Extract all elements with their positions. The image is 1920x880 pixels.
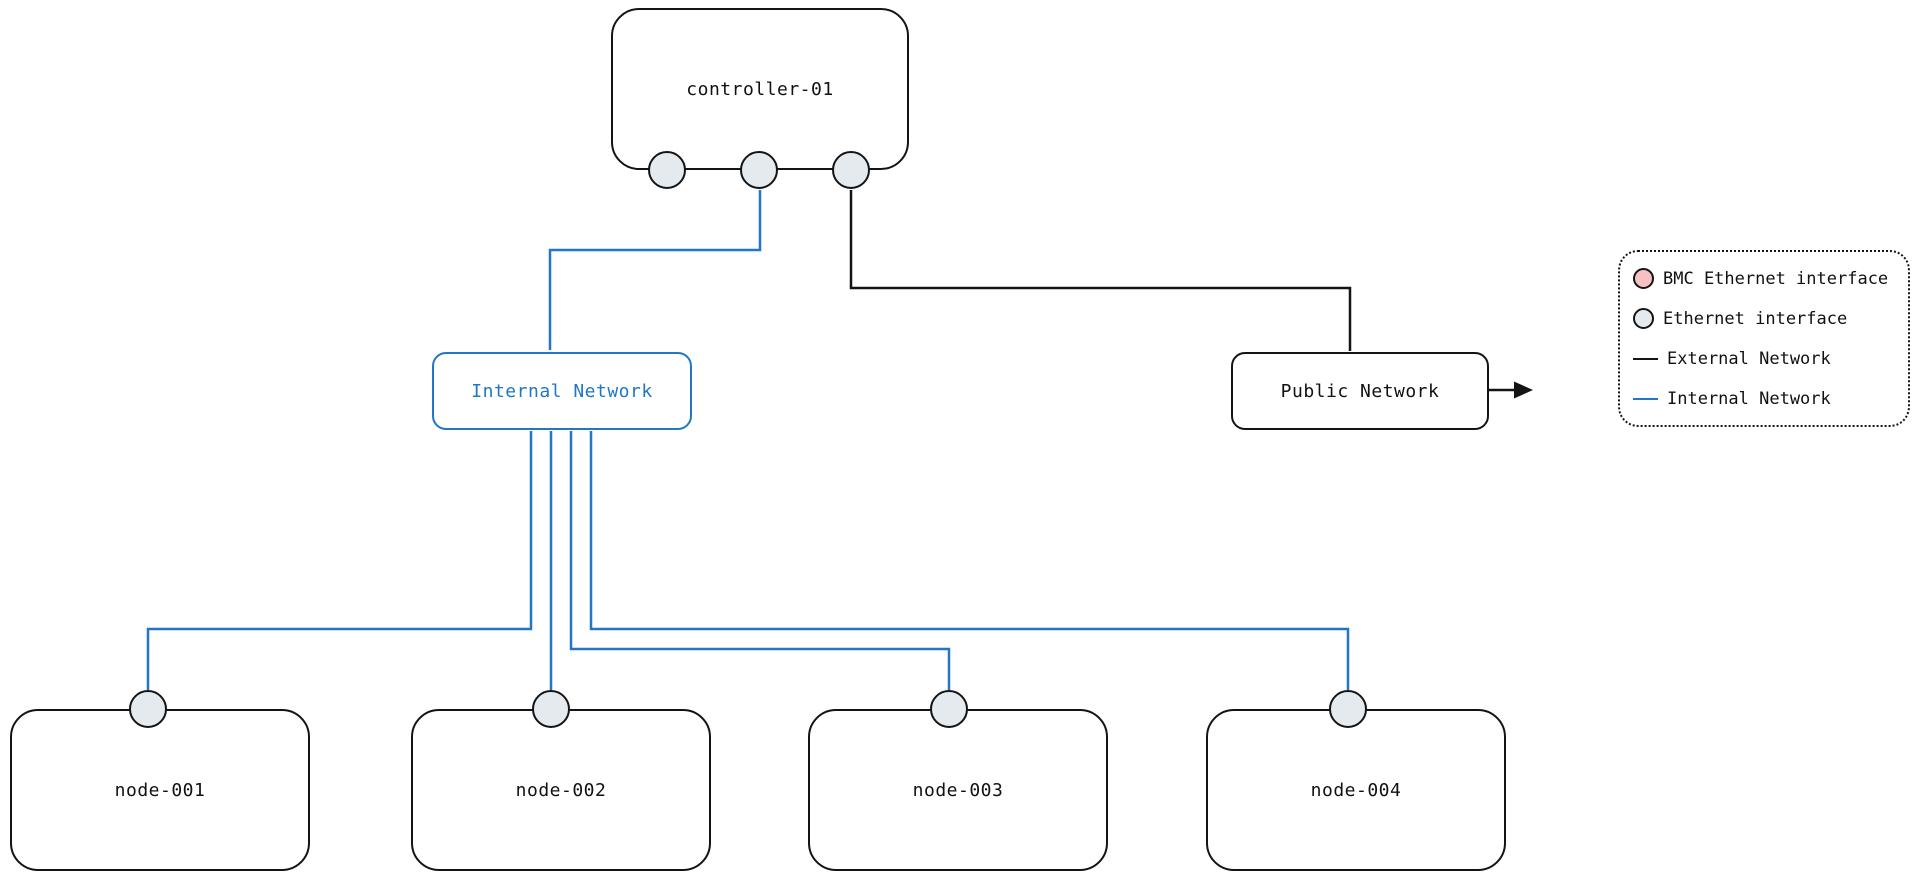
- internal-network-node: Internal Network: [432, 352, 692, 430]
- internal-network-line-icon: [1633, 397, 1658, 400]
- edge-controller-public-network: [849, 190, 1352, 351]
- node-003-label: node-003: [912, 779, 1004, 801]
- edge-internal-network-node-001: [146, 431, 533, 690]
- public-network-label: Public Network: [1280, 380, 1440, 402]
- ethernet-interface-icon: [1633, 308, 1654, 329]
- controller-node: controller-01: [611, 8, 909, 170]
- edge-controller-internal-network: [548, 190, 762, 350]
- node-002-ethernet-port-icon: [532, 690, 570, 728]
- node-003-ethernet-port-icon: [930, 690, 968, 728]
- legend-item-bmc-ethernet: BMC Ethernet interface: [1633, 265, 1908, 293]
- legend-label: External Network: [1667, 348, 1831, 369]
- bmc-ethernet-interface-icon: [1633, 268, 1654, 289]
- controller-label: controller-01: [686, 78, 834, 100]
- internal-network-label: Internal Network: [471, 380, 653, 402]
- edge-internal-network-node-003: [569, 431, 951, 690]
- legend-item-ethernet: Ethernet interface: [1633, 305, 1908, 333]
- compute-node-003: node-003: [808, 709, 1108, 871]
- legend-label: Ethernet interface: [1663, 308, 1848, 329]
- legend-item-external-network: External Network: [1633, 345, 1908, 373]
- legend-item-internal-network: Internal Network: [1633, 385, 1908, 413]
- node-001-label: node-001: [114, 779, 206, 801]
- node-001-ethernet-port-icon: [129, 690, 167, 728]
- external-network-line-icon: [1633, 357, 1658, 360]
- legend: BMC Ethernet interface Ethernet interfac…: [1618, 250, 1910, 427]
- controller-ethernet-port-3-icon: [832, 151, 870, 189]
- node-004-label: node-004: [1310, 779, 1402, 801]
- node-004-ethernet-port-icon: [1329, 690, 1367, 728]
- controller-ethernet-port-1-icon: [648, 151, 686, 189]
- compute-node-002: node-002: [411, 709, 711, 871]
- compute-node-001: node-001: [10, 709, 310, 871]
- public-network-node: Public Network: [1231, 352, 1489, 430]
- egress-arrowhead-icon: [1514, 381, 1533, 399]
- controller-ethernet-port-2-icon: [740, 151, 778, 189]
- edge-internal-network-node-004: [589, 431, 1350, 690]
- legend-label: Internal Network: [1667, 388, 1831, 409]
- compute-node-004: node-004: [1206, 709, 1506, 871]
- legend-label: BMC Ethernet interface: [1663, 268, 1889, 289]
- node-002-label: node-002: [515, 779, 607, 801]
